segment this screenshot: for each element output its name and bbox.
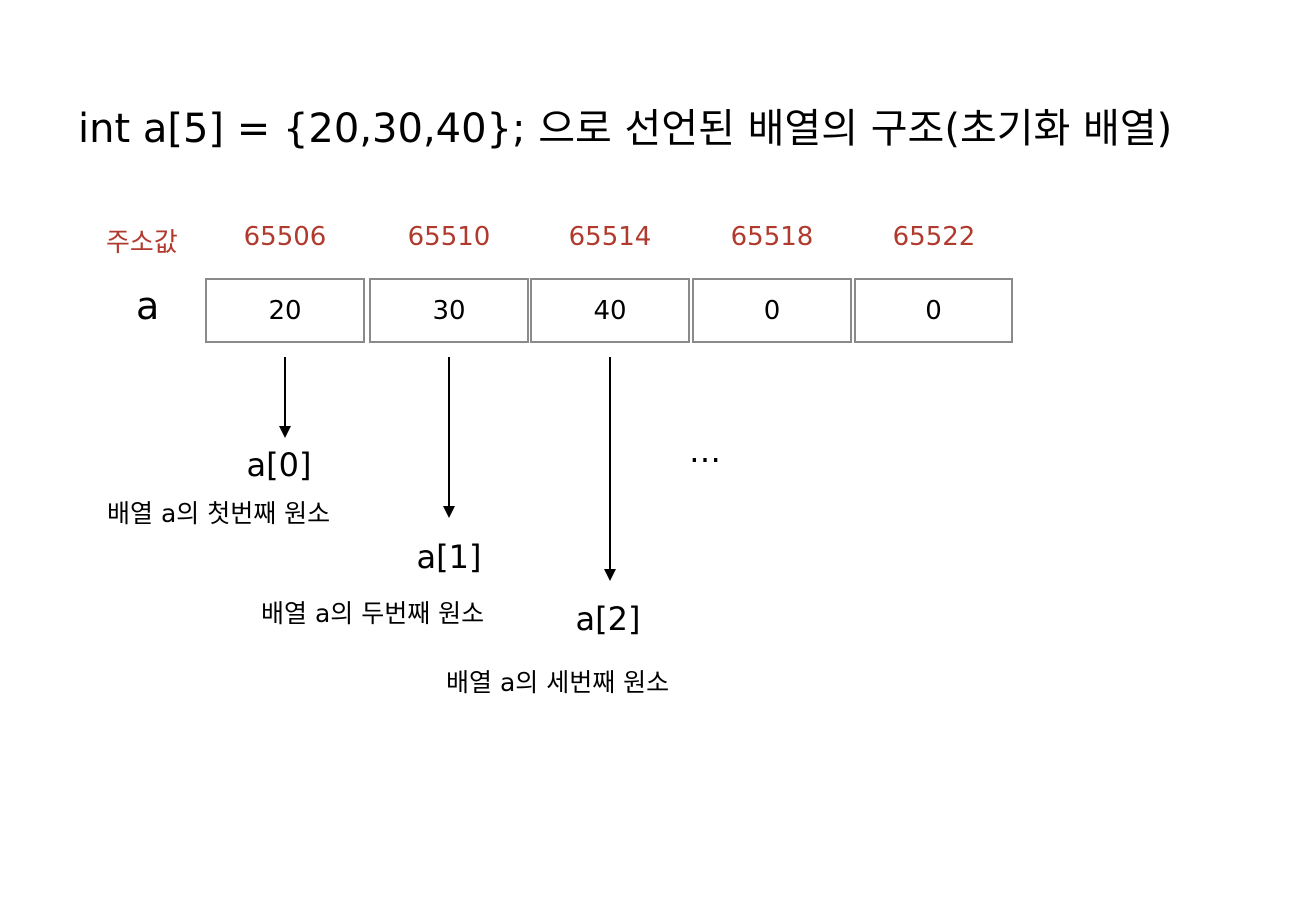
diagram-title: int a[5] = {20,30,40}; 으로 선언된 배열의 구조(초기화… — [78, 106, 1173, 152]
element-a0-label: a[0] — [246, 446, 312, 484]
element-a2-description: 배열 a의 세번째 원소 — [446, 668, 670, 697]
variable-name: a — [136, 284, 160, 328]
arrow-to-a0 — [279, 357, 291, 438]
address-65506: 65506 — [243, 222, 327, 252]
array-cell-3: 0 — [692, 278, 852, 343]
array-cell-1: 30 — [369, 278, 529, 343]
address-65522: 65522 — [892, 222, 976, 252]
address-label: 주소값 — [106, 228, 178, 258]
address-65518: 65518 — [730, 222, 814, 252]
element-a2-label: a[2] — [575, 600, 641, 638]
element-a0-description: 배열 a의 첫번째 원소 — [107, 499, 331, 528]
element-a1-label: a[1] — [416, 538, 482, 576]
array-cell-2: 40 — [530, 278, 690, 343]
ellipsis: … — [689, 432, 722, 470]
array-cell-0: 20 — [205, 278, 365, 343]
array-cell-4: 0 — [854, 278, 1013, 343]
arrow-to-a1 — [443, 357, 455, 518]
address-65514: 65514 — [568, 222, 652, 252]
address-65510: 65510 — [407, 222, 491, 252]
arrow-to-a2 — [604, 357, 616, 581]
element-a1-description: 배열 a의 두번째 원소 — [261, 599, 485, 628]
